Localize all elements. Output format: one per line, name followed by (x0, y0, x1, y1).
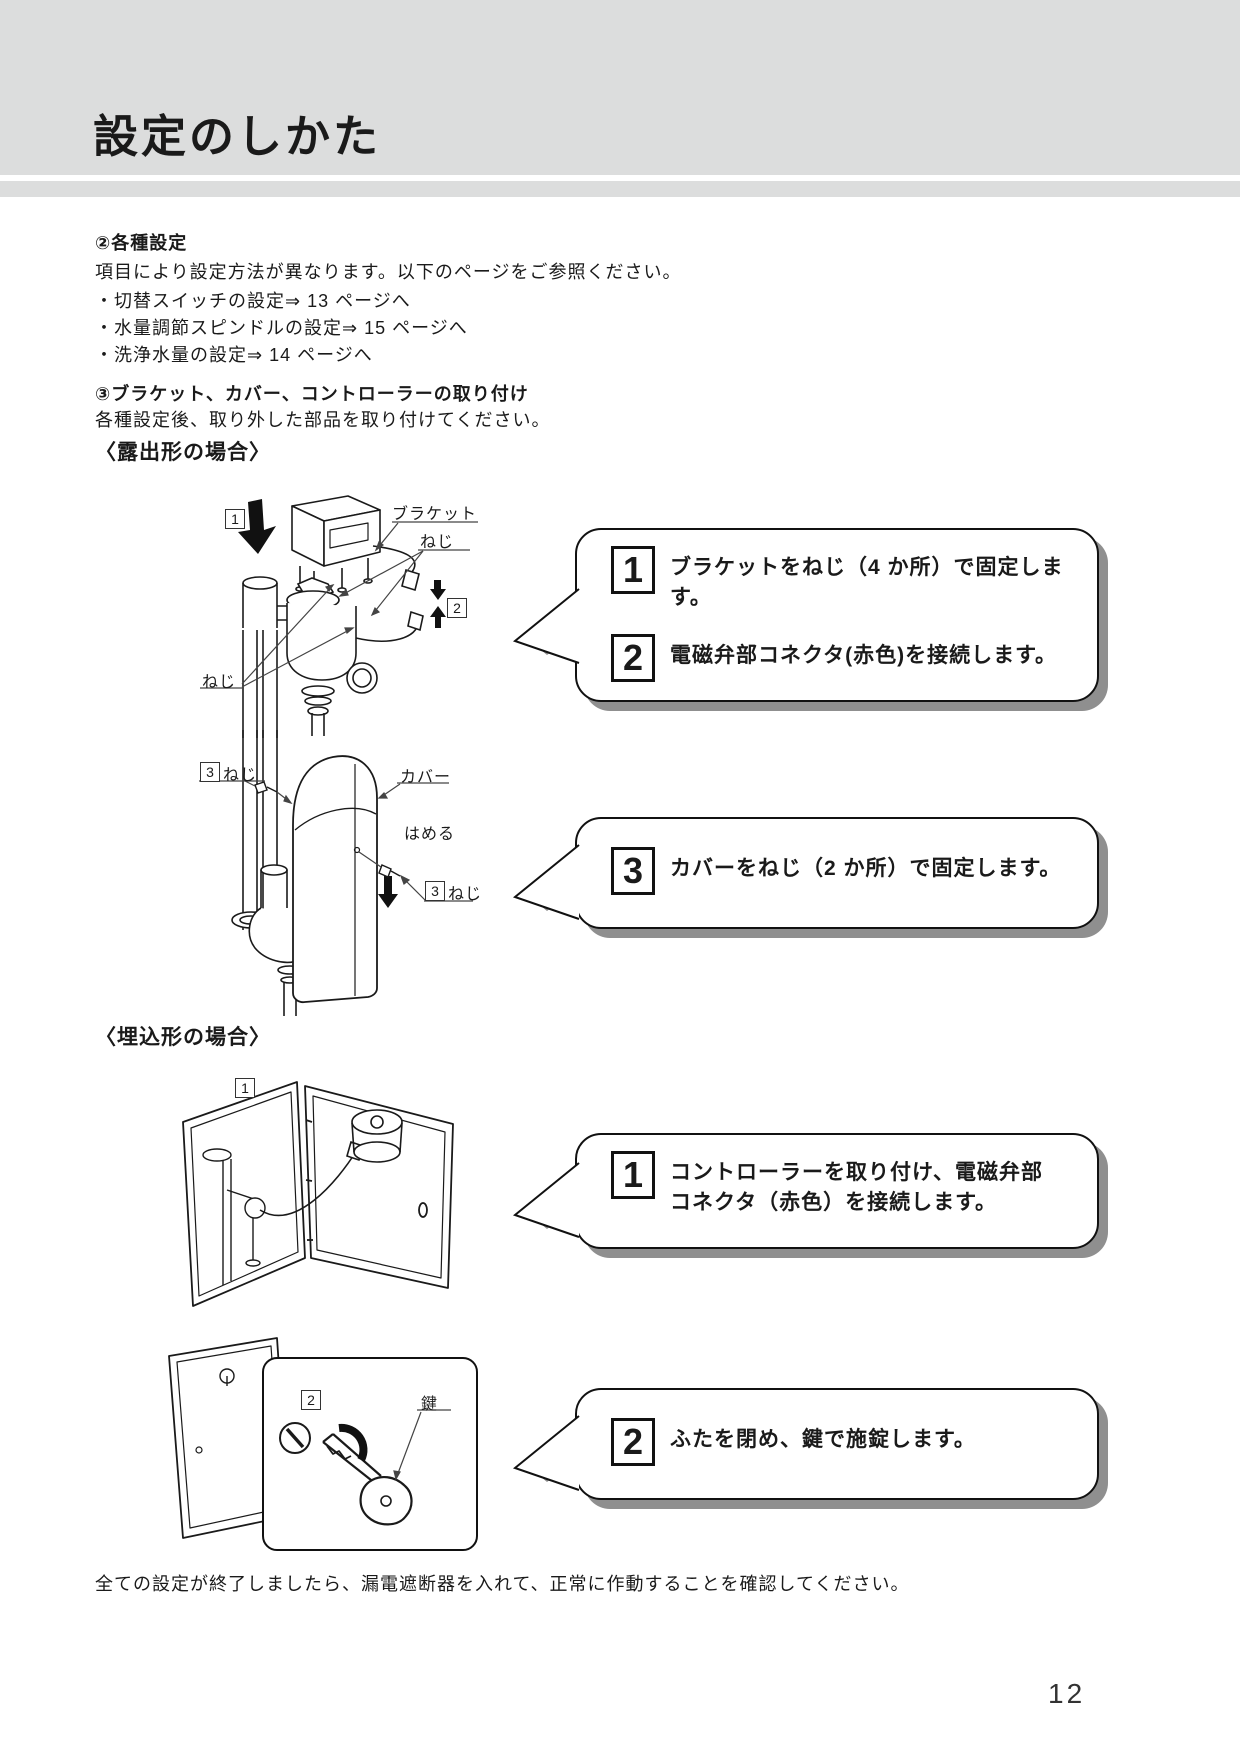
label-screw-3-right: ねじ (448, 886, 483, 903)
step-text: ブラケットをねじ（4 か所）で固定します。 (670, 556, 1064, 609)
diagram-step-marker-1: 1 (235, 1078, 255, 1098)
step-text: 電磁弁部コネクタ(赤色)を接続します。 (670, 644, 1058, 667)
diagram-step-marker-1: 1 (225, 509, 245, 529)
label-cover: カバー (400, 769, 452, 786)
diagram-step-marker-2: 2 (447, 598, 467, 618)
step-number: 1 (611, 546, 655, 594)
step-text: ふたを閉め、鍵で施錠します。 (670, 1428, 976, 1451)
up-arrow-icon (430, 606, 446, 628)
diagram-step-marker-3: 3 (425, 881, 445, 901)
step-text: カバーをねじ（2 か所）で固定します。 (670, 857, 1062, 880)
install-heading: ③ブラケット、カバー、コントローラーの取り付け (95, 384, 529, 404)
label-fit: はめる (404, 826, 456, 843)
settings-item: ・洗浄水量の設定⇒ 14 ページへ (95, 345, 373, 365)
key-turn-mark (338, 1423, 368, 1462)
label-bracket: ブラケット (392, 506, 478, 523)
diagram-exposed-cover (199, 730, 473, 1016)
diagram-step-marker-2: 2 (301, 1390, 321, 1410)
diagram-step-marker-3: 3 (200, 762, 220, 782)
header-rule (0, 181, 1240, 197)
diagram-exposed-bracket (200, 495, 478, 738)
install-intro: 各種設定後、取り外した部品を取り付けてください。 (95, 410, 551, 430)
down-arrow-icon (378, 876, 398, 908)
down-arrow-icon (430, 580, 446, 600)
down-right-arrow-icon (238, 499, 276, 554)
footer-note: 全ての設定が終了しましたら、漏電遮断器を入れて、正常に作動することを確認してくだ… (95, 1574, 910, 1594)
step-number: 3 (611, 847, 655, 895)
step-number: 2 (611, 1418, 655, 1466)
exposed-heading: 〈露出形の場合〉 (95, 441, 271, 464)
step-number: 2 (611, 634, 655, 682)
settings-item: ・切替スイッチの設定⇒ 13 ページへ (95, 291, 411, 311)
page-number: 12 (1048, 1678, 1086, 1709)
page-title: 設定のしかた (93, 111, 382, 162)
header-band (0, 0, 1240, 175)
recessed-heading: 〈埋込形の場合〉 (95, 1026, 271, 1049)
settings-intro: 項目により設定方法が異なります。以下のページをご参照ください。 (95, 262, 682, 282)
label-screw-3-left: ねじ (223, 767, 258, 784)
diagram-recessed-lock (168, 1337, 478, 1551)
label-screw-left: ねじ (202, 674, 237, 691)
bubble-tail (512, 588, 580, 664)
callout-exposed-step-3: 3 カバーをねじ（2 か所）で固定します。 (512, 817, 1099, 929)
settings-heading: ②各種設定 (95, 233, 188, 253)
step-number: 1 (611, 1151, 655, 1199)
label-key: 鍵 (421, 1396, 439, 1413)
callout-recessed-step-1: 1 コントローラーを取り付け、電磁弁部コネクタ（赤色）を接続します。 (512, 1133, 1099, 1249)
callout-recessed-step-2: 2 ふたを閉め、鍵で施錠します。 (512, 1388, 1099, 1500)
bubble-tail (512, 844, 580, 920)
bubble-tail (512, 1415, 580, 1491)
settings-item: ・水量調節スピンドルの設定⇒ 15 ページへ (95, 318, 468, 338)
step-text: コントローラーを取り付け、電磁弁部コネクタ（赤色）を接続します。 (670, 1161, 1043, 1214)
label-screw-top: ねじ (420, 534, 455, 551)
bubble-tail (512, 1162, 580, 1238)
callout-exposed-steps-1-2: 1 ブラケットをねじ（4 か所）で固定します。 2 電磁弁部コネクタ(赤色)を接… (512, 528, 1099, 702)
diagram-recessed-box (182, 1081, 454, 1307)
